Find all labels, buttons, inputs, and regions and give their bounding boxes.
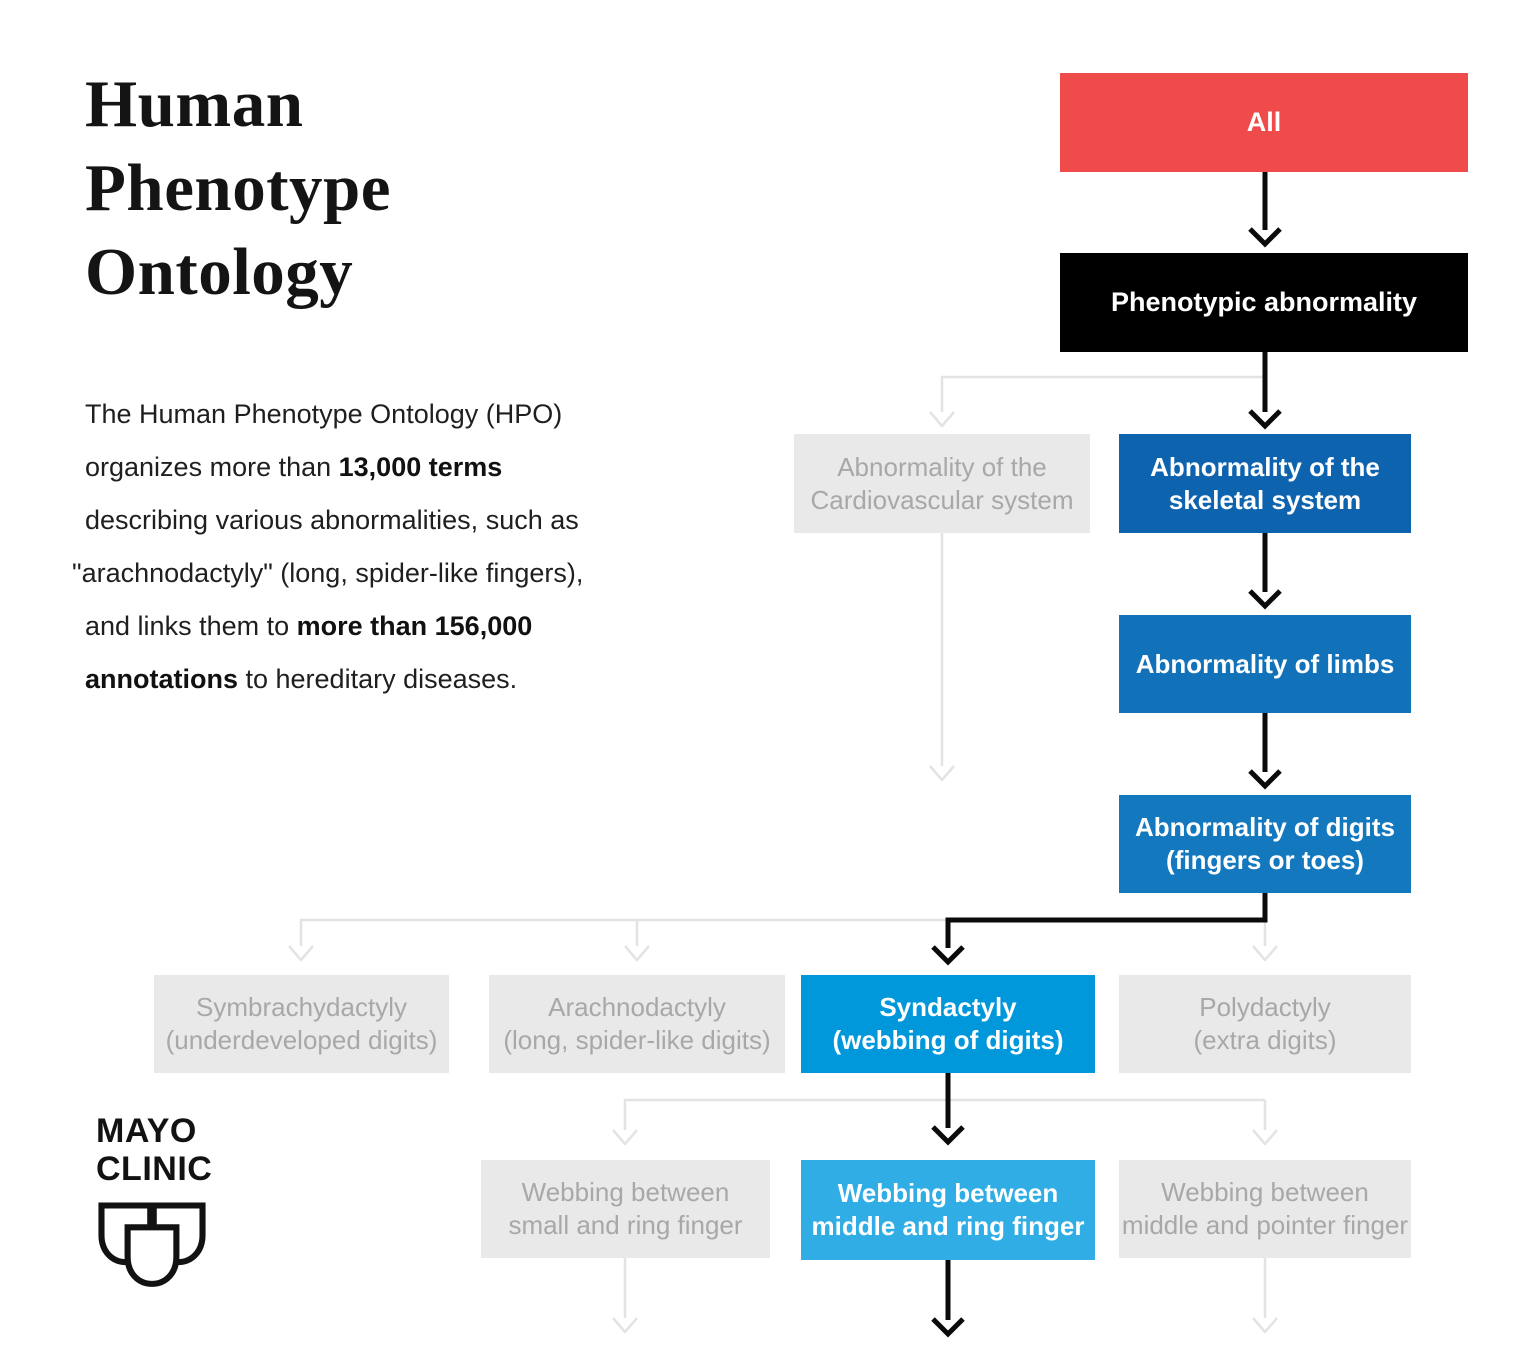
- node-skeletal-system: Abnormality of the skeletal system: [1119, 434, 1411, 533]
- intro-line: describing various abnormalities, such a…: [85, 505, 579, 535]
- intro-line: The Human Phenotype Ontology (HPO): [85, 399, 563, 429]
- arrow-syndactyly-to-webbing: [931, 1073, 965, 1146]
- page-title: Human Phenotype Ontology: [85, 62, 645, 314]
- intro-line: organizes more than 13,000 terms: [85, 452, 503, 482]
- branch-digits-row: [288, 918, 1278, 962]
- arrow-phenotypic-to-skeletal: [1248, 352, 1282, 430]
- arrow-skeletal-to-limbs: [1248, 533, 1282, 610]
- node-abnormality-of-digits: Abnormality of digits (fingers or toes): [1119, 795, 1411, 893]
- arrow-webbing-small-ring-continues: [612, 1258, 638, 1334]
- arrow-webbing-middle-pointer-continues: [1252, 1258, 1278, 1334]
- intro-line: "arachnodactyly" (long, spider-like fing…: [72, 558, 584, 588]
- node-polydactyly: Polydactyly (extra digits): [1119, 975, 1411, 1073]
- shield-front: [124, 1224, 180, 1287]
- node-all: All: [1060, 73, 1468, 172]
- intro-line: annotations to hereditary diseases.: [85, 664, 518, 694]
- node-syndactyly: Syndactyly (webbing of digits): [801, 975, 1095, 1073]
- node-webbing-middle-pointer: Webbing between middle and pointer finge…: [1119, 1160, 1411, 1258]
- node-phenotypic-abnormality: Phenotypic abnormality: [1060, 253, 1468, 352]
- page-title-line: Phenotype: [85, 151, 391, 225]
- arrow-cardio-continues: [929, 533, 955, 782]
- node-webbing-small-ring: Webbing between small and ring finger: [481, 1160, 770, 1258]
- mayo-clinic-wordmark: MAYO CLINIC: [96, 1112, 213, 1188]
- page-title-line: Ontology: [85, 235, 354, 309]
- arrow-digits-to-syndactyly: [931, 893, 1268, 966]
- branch-webbing-row: [612, 1098, 1278, 1146]
- node-cardiovascular-system: Abnormality of the Cardiovascular system: [794, 434, 1090, 533]
- arrow-webbing-middle-ring-continues: [931, 1258, 965, 1338]
- arrow-all-to-phenotypic: [1248, 172, 1282, 248]
- arrow-limbs-to-digits: [1248, 713, 1282, 790]
- node-webbing-middle-ring: Webbing between middle and ring finger: [801, 1160, 1095, 1260]
- three-shields-icon: [98, 1202, 206, 1287]
- intro-paragraph: The Human Phenotype Ontology (HPO) organ…: [72, 388, 712, 706]
- mayo-clinic-logo: MAYO CLINIC: [96, 1112, 316, 1295]
- node-abnormality-of-limbs: Abnormality of limbs: [1119, 615, 1411, 713]
- branch-phenotypic-to-cardio: [929, 375, 1265, 428]
- intro-line: and links them to more than 156,000: [85, 611, 533, 641]
- node-symbrachydactyly: Symbrachydactyly (underdeveloped digits): [154, 975, 449, 1073]
- page-title-line: Human: [85, 67, 304, 141]
- node-arachnodactyly: Arachnodactyly (long, spider-like digits…: [489, 975, 785, 1073]
